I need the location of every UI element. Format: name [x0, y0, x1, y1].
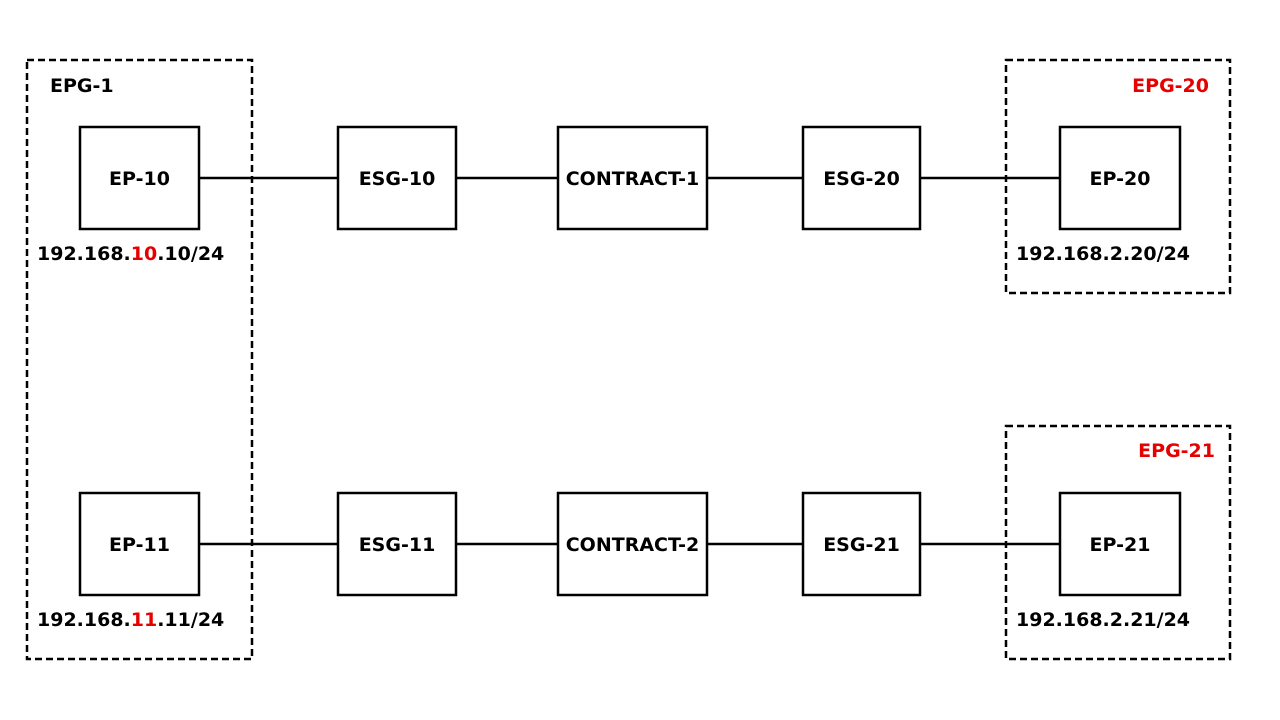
- node-ep21-box: [1058, 491, 1182, 597]
- node-ep11-label: EP-11: [109, 534, 170, 556]
- epg-20-group: [1004, 58, 1232, 295]
- ip-ep11: 192.168.11.11/24: [37, 609, 224, 631]
- node-esg20-box: [801, 125, 922, 231]
- node-contract2-box: [556, 491, 709, 597]
- ip-ep11-highlight: 11: [131, 609, 157, 631]
- node-ep21-label: EP-21: [1090, 534, 1151, 556]
- node-ep20-label: EP-20: [1090, 168, 1151, 190]
- node-contract2-label: CONTRACT-2: [566, 534, 700, 556]
- node-esg11-label: ESG-11: [359, 534, 436, 556]
- epg-20-label: EPG-20: [1132, 75, 1209, 97]
- ip-ep11-prefix: 192.168.: [37, 609, 131, 631]
- node-contract1-box: [556, 125, 709, 231]
- node-esg10-label: ESG-10: [359, 168, 436, 190]
- ip-ep10: 192.168.10.10/24: [37, 243, 224, 265]
- ip-ep11-suffix: .11/24: [157, 609, 224, 631]
- epg-21-group: [1004, 424, 1232, 661]
- node-contract1-label: CONTRACT-1: [566, 168, 700, 190]
- node-esg10-box: [336, 125, 458, 231]
- node-ep10-label: EP-10: [109, 168, 170, 190]
- epg-1-label: EPG-1: [50, 75, 114, 97]
- ip-ep10-prefix: 192.168.: [37, 243, 131, 265]
- ip-ep10-suffix: .10/24: [157, 243, 224, 265]
- epg-21-label: EPG-21: [1138, 440, 1215, 462]
- node-esg21-box: [801, 491, 922, 597]
- node-ep20-box: [1058, 125, 1182, 231]
- epg-1-group: [25, 58, 254, 661]
- node-ep11-box: [78, 491, 201, 597]
- node-esg11-box: [336, 491, 458, 597]
- node-ep10-box: [78, 125, 201, 231]
- ip-ep20: 192.168.2.20/24: [1016, 243, 1190, 265]
- node-esg21-label: ESG-21: [823, 534, 900, 556]
- node-esg20-label: ESG-20: [823, 168, 900, 190]
- ip-ep21: 192.168.2.21/24: [1016, 609, 1190, 631]
- ip-ep10-highlight: 10: [131, 243, 157, 265]
